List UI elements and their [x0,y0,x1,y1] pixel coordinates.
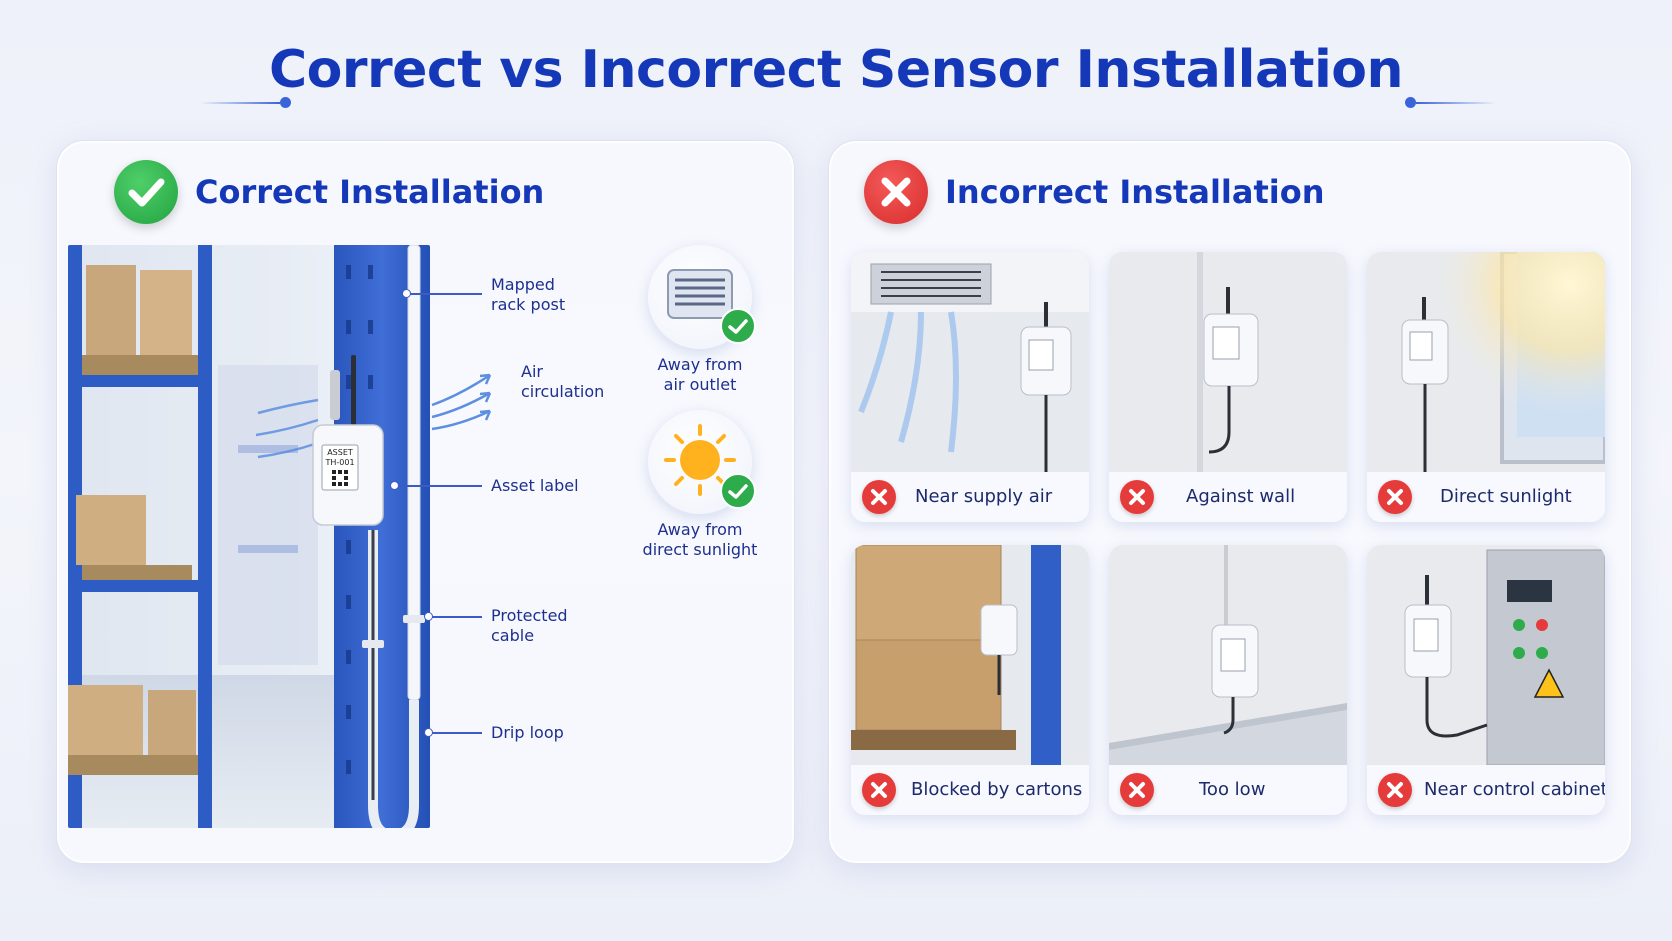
sensor-label-line1: ASSET [327,448,353,457]
title-right-dot [1405,97,1416,108]
title-right-line [1416,102,1496,104]
badge-sunlight-text: Away from direct sunlight [642,520,758,559]
x-icon [1120,773,1154,807]
card-footer: Direct sunlight [1367,472,1605,522]
x-icon [1378,480,1412,514]
x-icon [1120,480,1154,514]
scene-ceiling-vent [851,252,1089,472]
card-footer: Near control cabinet [1367,765,1605,815]
scene-plain-wall [1109,252,1347,472]
callout-protected-cable: Protected cable [491,606,568,645]
x-icon [862,480,896,514]
scene-window-sun [1367,252,1605,472]
x-circle-icon [864,160,928,224]
callout-drip-loop: Drip loop [491,723,564,742]
correct-install-scene: ASSET TH-001 [68,245,430,828]
sun-icon [664,424,736,496]
scene-cabinet [1367,545,1605,765]
callout-mapped-rack-post: Mapped rack post [491,275,566,314]
correct-heading: Correct Installation [195,173,545,211]
callout-line-drip [432,732,482,734]
callout-asset-label: Asset label [491,476,579,495]
air-vent-icon [667,269,733,319]
page-title: Correct vs Incorrect Sensor Installation [268,40,1404,100]
badge-air-outlet [648,245,756,349]
card-label: Direct sunlight [1440,486,1572,507]
card-footer: Near supply air [851,472,1089,522]
card-footer: Too low [1109,765,1347,815]
callout-air-circulation: Air circulation [521,362,605,401]
badge-sunlight [648,410,756,514]
title-row: Correct vs Incorrect Sensor Installation [0,30,1672,110]
card-label: Too low [1199,779,1266,800]
x-icon [862,773,896,807]
card-label: Near supply air [915,486,1053,507]
card-too-low: Too low [1109,545,1347,815]
card-label: Against wall [1186,486,1296,507]
title-left-dot [280,97,291,108]
air-flow-arrows [431,373,492,431]
card-label: Blocked by cartons [911,779,1083,800]
sensor-label-line2: TH-001 [325,458,355,467]
card-against-wall: Against wall [1109,252,1347,522]
check-badge-icon [720,308,756,344]
scene-floor-level [1109,545,1347,765]
scene-cartons [851,545,1089,765]
callout-line-label [398,485,482,487]
badge-air-outlet-text: Away from air outlet [657,355,743,394]
callout-line-cable [432,616,482,618]
card-footer: Against wall [1109,472,1347,522]
card-footer: Blocked by cartons [851,765,1089,815]
incorrect-heading: Incorrect Installation [945,173,1325,211]
check-circle-icon [114,160,178,224]
card-blocked-by-cartons: Blocked by cartons [851,545,1089,815]
x-icon [1378,773,1412,807]
card-near-supply-air: Near supply air [851,252,1089,522]
card-label: Near control cabinet [1424,779,1605,800]
title-left-line [200,102,280,104]
callout-line-rack [410,293,482,295]
card-near-control-cabinet: Near control cabinet [1367,545,1605,815]
card-direct-sunlight: Direct sunlight [1367,252,1605,522]
check-badge-icon [720,473,756,509]
